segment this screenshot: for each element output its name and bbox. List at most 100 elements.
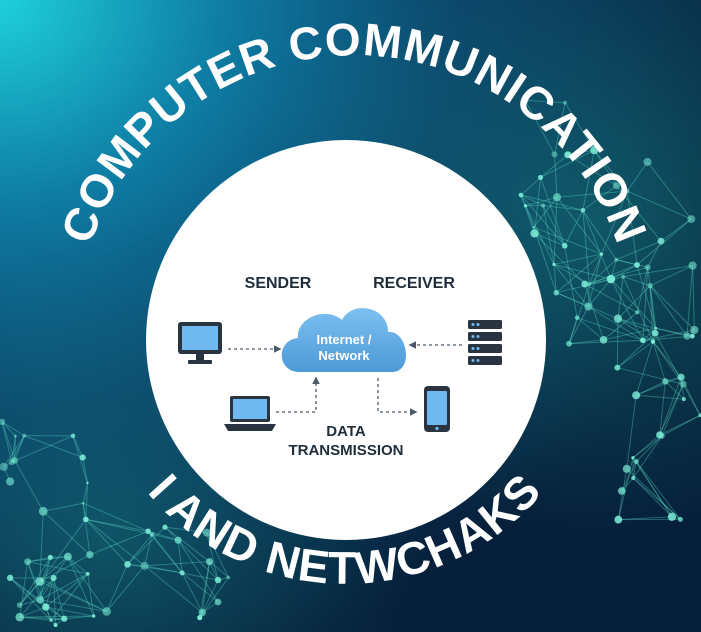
mesh-link [106,565,145,612]
mesh-link [177,539,219,603]
mesh-link [636,267,649,313]
mesh-link [209,561,229,578]
mesh-link [525,205,555,265]
mesh-node [667,512,677,521]
mesh-link [206,532,229,578]
mesh-link [686,265,694,337]
mesh-node [22,433,27,438]
mesh-link [568,283,590,344]
mesh-link [82,502,149,532]
mesh-node [584,302,593,311]
cloud-label-line2: Network [318,348,370,363]
mesh-link [582,210,612,280]
mesh-link [617,276,624,319]
mesh-link [632,457,673,518]
mesh-link [617,318,656,334]
mesh-link [151,534,183,574]
mesh-link [555,253,602,294]
mesh-link [649,285,695,331]
mesh-link [647,161,692,220]
mesh-node [0,418,6,426]
mesh-link [45,577,55,608]
mesh-node [162,524,168,530]
mesh-link [151,533,179,541]
mesh-node [632,391,641,400]
mesh-node [102,607,111,616]
mesh-node [659,433,665,439]
mesh-node [590,146,599,155]
mesh-link [41,557,51,580]
mesh-link [39,554,91,582]
mesh-link [626,395,637,469]
mesh-link [39,511,44,582]
mesh-link [41,556,69,581]
mesh-link [520,177,541,196]
mesh-link [82,457,88,483]
mesh-link [564,245,578,318]
mesh-link [589,259,617,285]
mesh-link [593,149,628,192]
mesh-link [582,185,617,211]
mesh-node [635,310,640,315]
mesh-node [634,262,640,268]
mesh-link [635,376,682,396]
mesh-link [201,561,210,613]
mesh-link [616,318,619,368]
mesh-link [542,205,555,265]
mesh-link [588,253,602,285]
mesh-link [622,265,693,278]
mesh-link [553,263,590,285]
mesh-node [631,475,636,481]
cloud-label-line1: Internet / [317,332,372,347]
network-mesh-lines [1,99,701,626]
mesh-link [39,573,88,601]
mesh-node [553,289,560,296]
mesh-link [27,556,68,563]
mesh-node [662,378,669,385]
mesh-link [19,557,51,606]
mesh-link [582,150,595,211]
mesh-node [678,516,683,522]
mesh-link [564,102,595,151]
mesh-link [524,100,555,155]
mesh-link [19,615,94,618]
mesh-link [652,341,666,382]
mesh-node [149,532,155,537]
mesh-node [530,229,539,238]
mesh-link [617,318,688,337]
mesh-link [649,285,688,337]
mesh-link [610,278,657,329]
mesh-link [649,285,656,334]
mesh-link [181,572,219,603]
mesh-node [42,603,50,611]
mesh-link [206,532,219,581]
mesh-node [690,333,695,339]
mesh-link [682,383,701,416]
mesh-link [660,218,692,242]
mesh-node [643,157,652,166]
mesh-link [576,317,604,341]
mesh-link [632,477,681,520]
mesh-node [552,262,556,267]
mesh-link [11,435,16,463]
mesh-link [525,205,535,228]
mesh-link [127,534,153,565]
mesh-node [614,364,621,371]
mesh-link [610,278,644,341]
mesh-node [698,413,701,418]
mesh-link [19,616,52,621]
data-label-line1: DATA [326,423,366,440]
mesh-node [563,100,568,105]
mesh-link [680,376,701,416]
mesh-link [692,265,695,331]
mesh-link [199,561,210,618]
mesh-link [1,421,25,437]
mesh-link [647,267,657,329]
mesh-link [164,526,219,581]
mesh-link [556,292,589,308]
mesh-node [86,481,89,485]
mesh-link [14,436,16,461]
mesh-link [41,579,107,612]
mesh-link [181,572,203,613]
